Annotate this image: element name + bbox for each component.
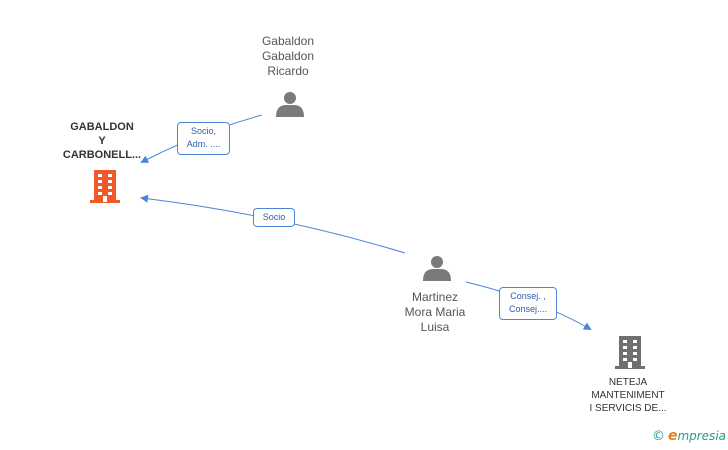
person-label-gabaldon[interactable]: Gabaldon Gabaldon Ricardo <box>261 34 315 78</box>
edge-label-martinez-to-neteja[interactable]: Consej. , Consej.... <box>499 287 557 320</box>
edge-label-martinez-to-main[interactable]: Socio <box>253 208 295 227</box>
building-icon[interactable] <box>615 336 645 369</box>
brand-logo: ©empresia <box>652 428 726 444</box>
copyright-symbol: © <box>651 429 665 444</box>
building-icon[interactable] <box>90 170 120 203</box>
person-icon[interactable] <box>276 92 304 117</box>
person-label-martinez[interactable]: Martinez Mora Maria Luisa <box>404 290 466 334</box>
person-icon[interactable] <box>423 256 451 281</box>
brand-initial: e <box>667 428 678 444</box>
company-label-main[interactable]: GABALDON Y CARBONELL... <box>62 121 142 161</box>
company-label-neteja[interactable]: NETEJA MANTENIMENT I SERVICIS DE... <box>589 377 667 414</box>
edge-label-gabaldon-to-main[interactable]: Socio, Adm. .... <box>177 122 230 155</box>
brand-name: mpresia <box>677 429 726 443</box>
